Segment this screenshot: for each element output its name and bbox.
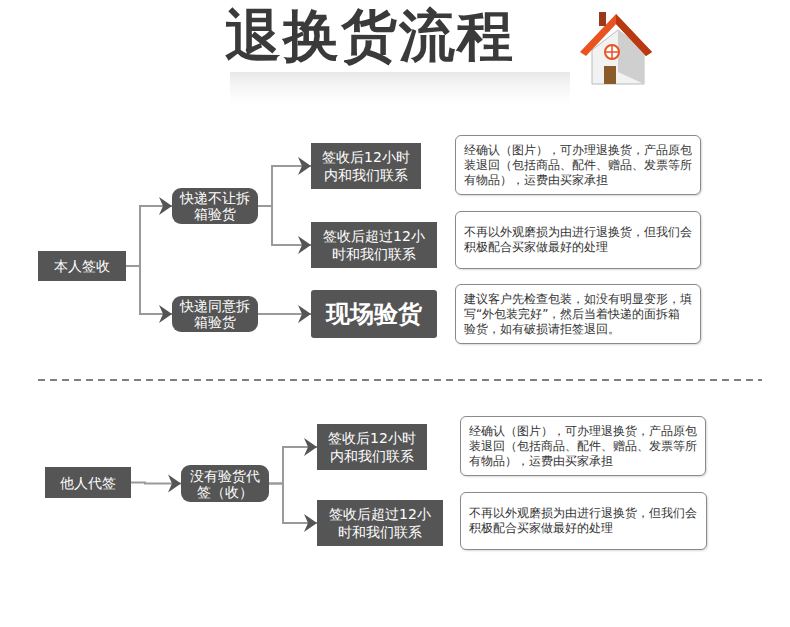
- start-box: 本人签收: [38, 251, 126, 281]
- step-box: 签收后12小时内和我们联系: [317, 424, 427, 470]
- arrow-head: [298, 157, 311, 175]
- connector-line: [269, 447, 317, 484]
- step-box: 签收后超过12小时和我们联系: [311, 222, 437, 268]
- node-text: 快递不让拆箱验货: [178, 190, 252, 222]
- node-text: 不再以外观磨损为由进行退换货，但我们会积极配合买家做最好的处理: [469, 506, 698, 536]
- note-box: 不再以外观磨损为由进行退换货，但我们会积极配合买家做最好的处理: [460, 492, 707, 550]
- connector-arrow: [269, 438, 317, 484]
- title: 退换货流程: [150, 0, 590, 72]
- connector-arrow: [131, 475, 181, 493]
- branch-box: 没有验货代签（收）: [181, 465, 269, 502]
- connector-arrow: [269, 484, 317, 533]
- node-text: 签收后超过12小时和我们联系: [317, 227, 431, 263]
- house-icon: [580, 12, 652, 84]
- node-text: 不再以外观磨损为由进行退换货，但我们会积极配合买家做最好的处理: [464, 225, 692, 255]
- highlight-box: 现场验货: [311, 290, 437, 338]
- node-text: 他人代签: [60, 474, 116, 492]
- note-box: 不再以外观磨损为由进行退换货，但我们会积极配合买家做最好的处理: [455, 211, 701, 269]
- node-text: 签收后超过12小时和我们联系: [323, 505, 437, 541]
- connector-line: [126, 266, 172, 314]
- arrow-head: [304, 514, 317, 532]
- connector-arrow: [258, 305, 311, 323]
- node-text: 现场验货: [326, 298, 422, 330]
- step-box: 签收后12小时内和我们联系: [311, 143, 421, 189]
- note-box: 建议客户先检查包装，如没有明显变形，填写“外包装完好”，然后当着快递的面拆箱验货…: [455, 284, 701, 344]
- node-text: 快递同意拆箱验货: [178, 298, 252, 330]
- note-box: 经确认（图片），可办理退换货，产品原包装退回（包括商品、配件、赠品、发票等所有物…: [460, 416, 706, 476]
- arrow-head: [298, 305, 311, 323]
- node-text: 经确认（图片），可办理退换货，产品原包装退回（包括商品、配件、赠品、发票等所有物…: [464, 143, 692, 188]
- node-text: 签收后12小时内和我们联系: [317, 148, 415, 184]
- connector-line: [126, 206, 172, 266]
- arrow-head: [168, 475, 181, 493]
- step-box: 签收后超过12小时和我们联系: [317, 500, 443, 546]
- branch-box: 快递不让拆箱验货: [172, 188, 258, 224]
- arrow-head: [304, 438, 317, 456]
- arrow-head: [298, 236, 311, 254]
- divider-line: [38, 379, 762, 381]
- connector-line: [258, 166, 311, 206]
- connector-line: [269, 484, 317, 524]
- note-box: 经确认（图片），可办理退换货，产品原包装退回（包括商品、配件、赠品、发票等所有物…: [455, 135, 701, 195]
- connector-arrow: [126, 266, 172, 323]
- branch-box: 快递同意拆箱验货: [172, 296, 258, 332]
- arrow-head: [159, 305, 172, 323]
- node-text: 建议客户先检查包装，如没有明显变形，填写“外包装完好”，然后当着快递的面拆箱验货…: [464, 292, 692, 337]
- node-text: 没有验货代签（收）: [187, 468, 263, 500]
- connector-line: [258, 206, 311, 245]
- arrow-head: [159, 197, 172, 215]
- connector-arrow: [258, 157, 311, 206]
- connector-arrow: [126, 197, 172, 266]
- title-reflection: [230, 72, 570, 112]
- start-box: 他人代签: [45, 467, 131, 498]
- connector-arrow: [258, 206, 311, 254]
- node-text: 本人签收: [54, 257, 110, 275]
- node-text: 经确认（图片），可办理退换货，产品原包装退回（包括商品、配件、赠品、发票等所有物…: [469, 424, 697, 469]
- node-text: 签收后12小时内和我们联系: [323, 429, 421, 465]
